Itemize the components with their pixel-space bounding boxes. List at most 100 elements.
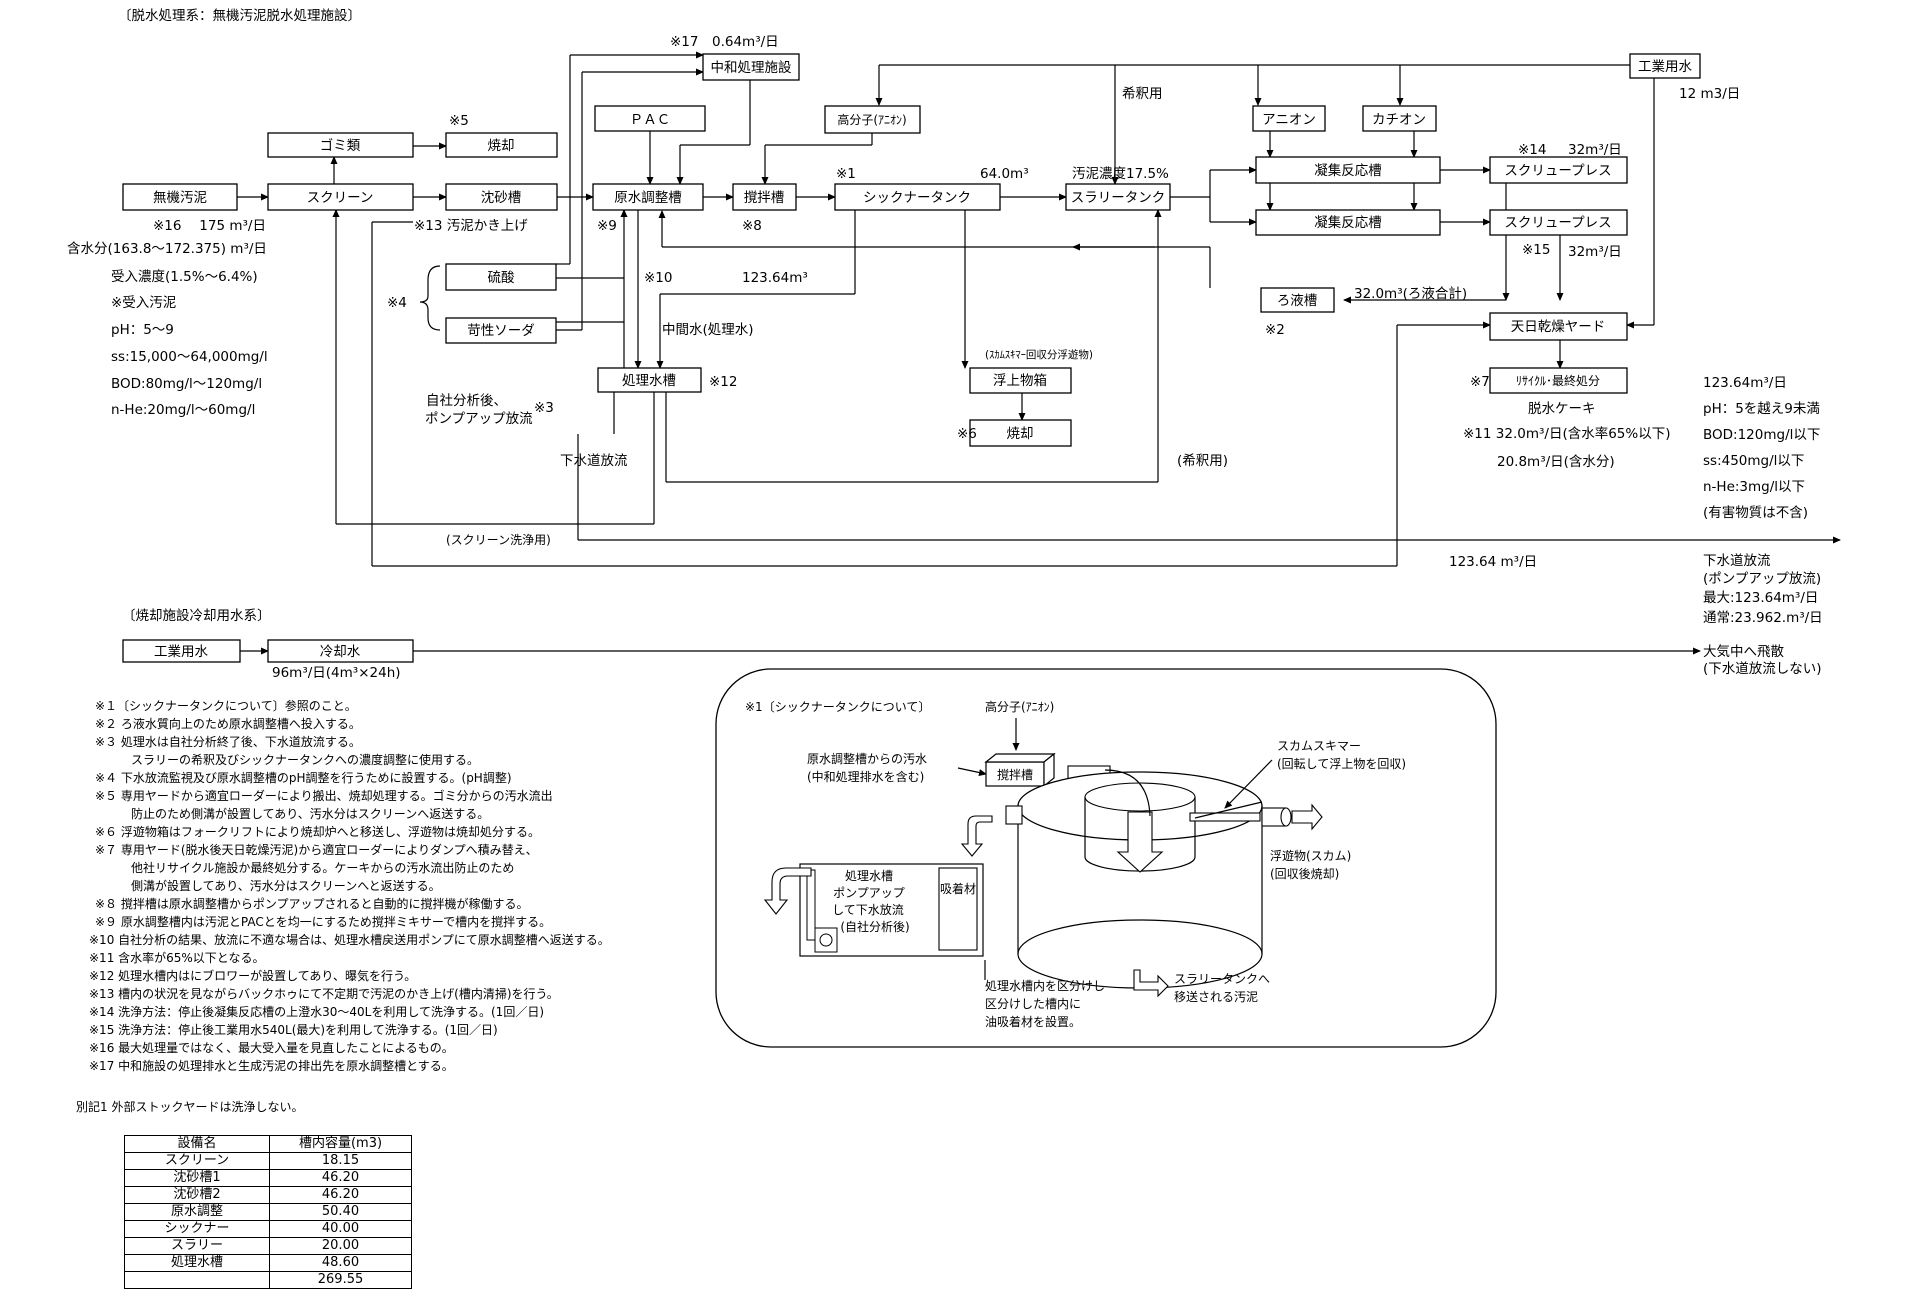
- svg-text:凝集反応槽: 凝集反応槽: [1314, 163, 1382, 179]
- note-line: ※16 最大処理量ではなく、最大受入量を見直したことによるもの。: [89, 1041, 454, 1055]
- box-tenpi: 天日乾燥ヤード: [1489, 312, 1628, 341]
- note-line: ※８ 撹拌槽は原水調整槽からポンプアップされると自動的に撹拌機が稼働する。: [95, 896, 529, 911]
- svg-text:(回転して浮上物を回収): (回転して浮上物を回収): [1277, 757, 1406, 771]
- svg-text:20.8m³/日(含水分): 20.8m³/日(含水分): [1497, 454, 1615, 470]
- box-kogyo-cooling: 工業用水: [122, 639, 241, 663]
- table-cell: 原水調整: [124, 1203, 270, 1221]
- note-line: 他社リサイクル施設か最終処分する。ケーキからの汚水流出防止のため: [95, 860, 514, 875]
- svg-text:※3: ※3: [534, 400, 554, 416]
- svg-text:スクリュープレス: スクリュープレス: [1504, 215, 1611, 231]
- table-cell: スクリーン: [124, 1152, 270, 1170]
- svg-text:※7: ※7: [1470, 374, 1490, 390]
- table-cell: 沈砂槽1: [124, 1169, 270, 1187]
- note-line: ※13 槽内の状況を見ながらバックホゥにて不定期で汚泥のかき上げ(槽内清掃)を行…: [89, 986, 559, 1001]
- svg-text:※17 0.64m³/日: ※17 0.64m³/日: [670, 34, 779, 50]
- svg-text:凝集反応槽: 凝集反応槽: [1314, 215, 1382, 231]
- notes-list: ※１〔シックナータンクについて〕参照のこと。 ※２ ろ液水質向上のため原水調整槽…: [89, 698, 610, 1073]
- svg-text:スクリーン: スクリーン: [307, 190, 374, 206]
- svg-text:32m³/日: 32m³/日: [1568, 244, 1622, 260]
- svg-text:硫酸: 硫酸: [488, 270, 516, 286]
- svg-text:移送される汚泥: 移送される汚泥: [1174, 989, 1258, 1004]
- box-koubunshi: 高分子(ｱﾆｵﾝ): [824, 105, 921, 134]
- svg-text:天日乾燥ヤード: 天日乾燥ヤード: [1511, 319, 1606, 335]
- svg-text:焼却: 焼却: [1007, 426, 1034, 442]
- cooling-section-title: 〔焼却施設冷却用水系〕: [122, 608, 271, 624]
- svg-text:※9: ※9: [597, 218, 617, 234]
- svg-text:原水調整槽からの汚水: 原水調整槽からの汚水: [807, 751, 927, 766]
- note-line: ※３ 処理水は自社分析終了後、下水道放流する。: [95, 734, 361, 749]
- note-line: スラリーの希釈及びシックナータンクへの濃度調整に使用する。: [95, 752, 479, 767]
- box-pac: ＰＡＣ: [594, 105, 706, 132]
- box-anion: アニオン: [1252, 105, 1326, 132]
- svg-text:※12: ※12: [709, 374, 738, 390]
- svg-text:高分子(ｱﾆｵﾝ): 高分子(ｱﾆｵﾝ): [837, 112, 906, 127]
- table-header: 設備名: [124, 1135, 270, 1153]
- svg-text:(自社分析後): (自社分析後): [840, 919, 909, 934]
- svg-text:※受入汚泥: ※受入汚泥: [111, 295, 176, 311]
- svg-text:浮上物箱: 浮上物箱: [993, 373, 1047, 389]
- note-line: 防止のため側溝が設置してあり、汚水分はスクリーンへ返送する。: [95, 806, 489, 821]
- svg-text:処理水槽: 処理水槽: [622, 373, 676, 389]
- box-fujo: 浮上物箱: [969, 367, 1072, 394]
- svg-text:※6: ※6: [957, 426, 977, 442]
- box-kakuhan: 撹拌槽: [732, 183, 797, 211]
- svg-text:pH：5～9: pH：5～9: [111, 322, 174, 338]
- bekki-note: 別記1 外部ストックヤードは洗浄しない。: [76, 1099, 303, 1114]
- svg-text:123.64 m³/日: 123.64 m³/日: [1449, 554, 1537, 570]
- svg-text:処理水槽: 処理水槽: [845, 869, 893, 883]
- svg-text:撹拌槽: 撹拌槽: [744, 190, 785, 206]
- note-line: ※２ ろ液水質向上のため原水調整槽へ投入する。: [95, 716, 361, 731]
- note-line: ※11 含水率が65%以下となる。: [89, 950, 264, 965]
- svg-text:(中和処理排水を含む): (中和処理排水を含む): [807, 769, 924, 784]
- svg-text:自社分析後、: 自社分析後、: [426, 393, 507, 409]
- svg-text:12 m3/日: 12 m3/日: [1679, 86, 1740, 102]
- note-line: ※６ 浮遊物箱はフォークリフトにより焼却炉へと移送し、浮遊物は焼却処分する。: [95, 824, 540, 839]
- svg-text:汚泥濃度17.5%: 汚泥濃度17.5%: [1072, 166, 1169, 182]
- note-line: ※12 処理水槽内はにブロワーが設置してあり、曝気を行う。: [89, 968, 416, 983]
- svg-text:(下水道放流しない): (下水道放流しない): [1703, 661, 1822, 677]
- svg-text:大気中へ飛散: 大気中へ飛散: [1703, 644, 1784, 660]
- svg-text:区分けした槽内に: 区分けした槽内に: [985, 997, 1081, 1011]
- svg-text:焼却: 焼却: [488, 138, 515, 154]
- box-ryusan: 硫酸: [445, 263, 557, 291]
- note-line: ※７ 専用ヤード(脱水後天日乾燥汚泥)から適宜ローダーによりダンプへ積み替え、: [95, 842, 538, 857]
- table-header: 槽内容量(m3): [269, 1135, 412, 1153]
- svg-text:(ポンプアップ放流): (ポンプアップ放流): [1703, 571, 1821, 587]
- svg-text:※1: ※1: [836, 166, 856, 182]
- svg-text:スラリータンク: スラリータンク: [1071, 190, 1166, 206]
- table-cell: 沈砂槽2: [124, 1186, 270, 1204]
- svg-text:※8: ※8: [742, 218, 762, 234]
- dewater-section-title: 〔脱水処理系：無機汚泥脱水処理施設〕: [118, 8, 361, 24]
- box-kasei: 苛性ソーダ: [445, 317, 557, 344]
- svg-text:32m³/日: 32m³/日: [1568, 142, 1622, 158]
- svg-text:※15: ※15: [1522, 242, 1551, 258]
- svg-text:吸着材: 吸着材: [940, 881, 976, 896]
- svg-text:希釈用: 希釈用: [1122, 86, 1163, 102]
- svg-text:下水道放流: 下水道放流: [1703, 553, 1771, 569]
- table-cell: 48.60: [269, 1254, 412, 1272]
- svg-text:ss:15,000～64,000mg/l: ss:15,000～64,000mg/l: [111, 349, 268, 365]
- svg-text:通常:23.962.m³/日: 通常:23.962.m³/日: [1703, 610, 1823, 626]
- note-line: ※17 中和施設の処理排水と生成汚泥の排出先を原水調整槽とする。: [89, 1058, 454, 1073]
- table-row: 269.55: [124, 1271, 412, 1289]
- box-cation: カチオン: [1362, 105, 1437, 132]
- table-cell: 20.00: [269, 1237, 412, 1255]
- box-chuwa: 中和処理施設: [702, 53, 800, 81]
- svg-text:して下水放流: して下水放流: [832, 902, 904, 917]
- svg-text:n-He:3mg/l以下: n-He:3mg/l以下: [1703, 479, 1805, 495]
- svg-text:ろ液槽: ろ液槽: [1277, 293, 1318, 309]
- svg-text:油吸着材を設置。: 油吸着材を設置。: [985, 1014, 1081, 1029]
- table-cell: 269.55: [269, 1271, 412, 1289]
- flow-lines: [237, 51, 1841, 655]
- svg-text:カチオン: カチオン: [1372, 112, 1426, 128]
- box-reikyaku: 冷却水: [267, 639, 414, 663]
- svg-text:pH：5を越え9未満: pH：5を越え9未満: [1703, 401, 1820, 417]
- table-cell: 46.20: [269, 1169, 412, 1187]
- box-press-2: スクリュープレス: [1489, 209, 1628, 236]
- note-line: ※15 洗浄方法：停止後工業用水540L(最大)を利用して洗浄する。(1回／日): [89, 1022, 498, 1037]
- svg-text:無機汚泥: 無機汚泥: [153, 190, 207, 206]
